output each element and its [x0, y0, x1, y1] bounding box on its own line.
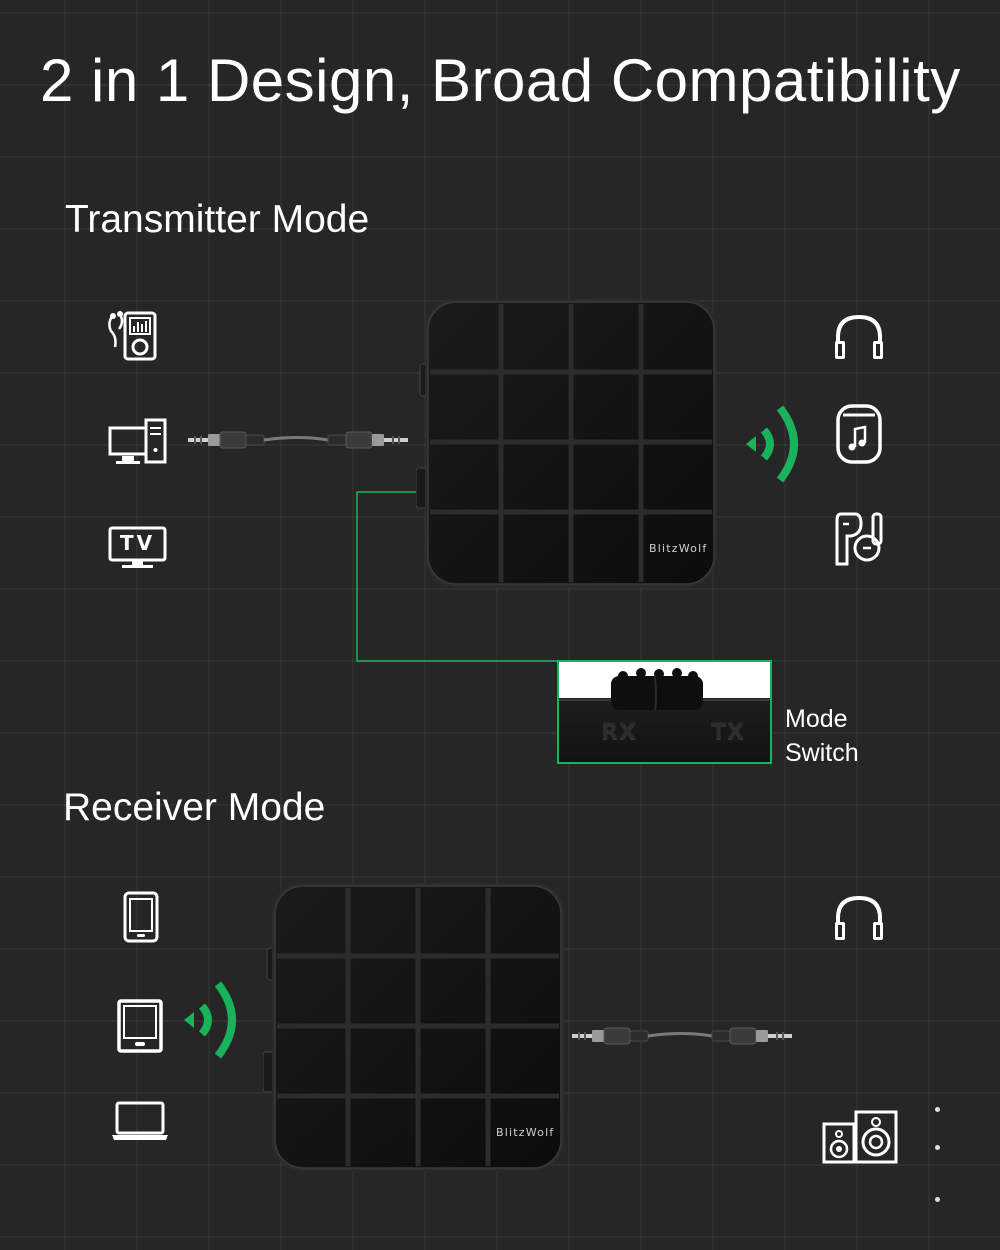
receiver-device: BlitzWolf — [263, 880, 567, 1176]
mode-switch-label-line1: Mode — [785, 705, 848, 733]
laptop-icon — [111, 1101, 169, 1141]
decorative-dot — [935, 1145, 940, 1150]
mode-switch-closeup: RX TX — [557, 660, 772, 764]
earbuds-icon — [833, 510, 885, 568]
rx-label: RX — [601, 720, 637, 745]
speakers-icon — [822, 1110, 898, 1164]
desktop-computer-icon — [108, 418, 168, 466]
brand-logo-receiver: BlitzWolf — [496, 1126, 555, 1139]
mp3-player-icon — [103, 311, 159, 363]
mode-switch-label: Mode Switch — [785, 702, 859, 770]
tv-icon: TV — [108, 526, 168, 570]
decorative-dot — [935, 1107, 940, 1112]
smartphone-icon — [123, 891, 159, 943]
transmitter-device: BlitzWolf — [416, 296, 720, 592]
tx-aux-cable — [188, 428, 410, 457]
rx-wireless-signal-icon — [180, 978, 242, 1067]
decorative-dot — [935, 1197, 940, 1202]
bluetooth-speaker-icon — [835, 403, 883, 465]
page-title: 2 in 1 Design, Broad Compatibility — [40, 47, 961, 114]
receiver-mode-heading: Receiver Mode — [63, 786, 326, 829]
tv-icon-label: TV — [119, 531, 156, 555]
tablet-icon — [117, 999, 163, 1053]
rx-aux-cable — [572, 1024, 794, 1053]
headphones-icon — [833, 313, 885, 363]
transmitter-mode-heading: Transmitter Mode — [65, 198, 370, 241]
headphones-icon — [833, 894, 885, 944]
tx-label: TX — [711, 720, 745, 745]
mode-switch-label-line2: Switch — [785, 739, 859, 767]
brand-logo-transmitter: BlitzWolf — [649, 542, 708, 555]
tx-wireless-signal-icon — [742, 402, 804, 491]
